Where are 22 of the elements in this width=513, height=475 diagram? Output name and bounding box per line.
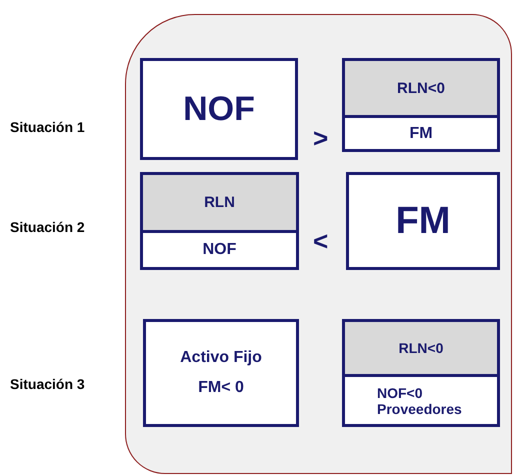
panel-background xyxy=(125,14,512,474)
split-box xyxy=(342,319,500,427)
row-label: Situación 1 xyxy=(10,119,85,135)
box-text: FM< 0 xyxy=(197,379,245,397)
body-cell-text: FM xyxy=(408,124,434,144)
header-cell: RLN xyxy=(143,175,296,233)
header-cell: RLN<0 xyxy=(345,322,497,377)
text-box xyxy=(140,58,298,160)
row-label: Situación 3 xyxy=(10,376,85,392)
text-box xyxy=(346,172,500,270)
body-cell-text: NOF<0 Proveedores xyxy=(376,384,463,418)
comparison-sign: < xyxy=(313,226,328,257)
header-cell: RLN<0 xyxy=(345,61,497,118)
comparison-sign: > xyxy=(313,123,328,154)
row-label: Situación 2 xyxy=(10,219,85,235)
box-text: Activo Fijo xyxy=(179,349,263,367)
box-text: FM xyxy=(394,200,452,242)
body-cell-text: NOF xyxy=(202,240,238,260)
split-box xyxy=(140,172,299,270)
box-text: NOF xyxy=(182,90,256,128)
split-box xyxy=(342,58,500,152)
text-box xyxy=(143,319,299,427)
